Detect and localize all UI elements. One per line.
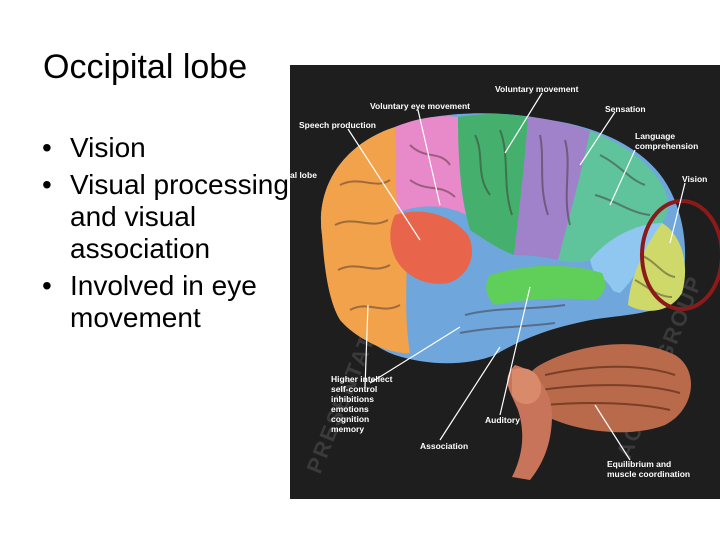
broca-region <box>390 211 472 284</box>
label-speech-production: Speech production <box>299 120 376 130</box>
label-sensation: Sensation <box>605 104 646 114</box>
label-auditory: Auditory <box>485 415 520 425</box>
occipital-highlight-circle <box>640 199 720 311</box>
label-frontal-lobe-fragment: al lobe <box>290 170 317 180</box>
label-vision: Vision <box>682 174 707 184</box>
label-higher-intellect-3: inhibitions <box>331 394 374 404</box>
motor-region <box>458 114 528 255</box>
label-higher-intellect-4: emotions <box>331 404 369 414</box>
parietal-region <box>558 131 668 263</box>
label-language-comprehension-1: Language <box>635 131 675 141</box>
occipital-region <box>628 223 686 311</box>
cerebellum <box>524 344 692 433</box>
label-association: Association <box>420 441 468 451</box>
gyri-texture <box>334 129 676 334</box>
label-higher-intellect-1: Higher intellect <box>331 374 393 384</box>
bullet-vision: Vision <box>38 132 308 164</box>
label-higher-intellect-2: self-control <box>331 384 377 394</box>
bullet-eye-movement: Involved in eye movement <box>38 270 308 334</box>
label-voluntary-movement: Voluntary movement <box>495 84 579 94</box>
label-voluntary-eye-movement: Voluntary eye movement <box>370 101 470 111</box>
label-equilibrium-2: muscle coordination <box>607 469 690 479</box>
label-language-comprehension-2: comprehension <box>635 141 698 151</box>
pons <box>512 368 541 404</box>
brain-diagram: PRESENTATION GROUP ACTION GROUP <box>290 84 720 480</box>
label-higher-intellect-6: memory <box>331 424 364 434</box>
brain-illustration: PRESENTATION GROUP ACTION GROUP <box>290 65 720 499</box>
leader-lines <box>347 92 686 461</box>
sensory-region <box>514 117 590 260</box>
auditory-region <box>486 265 606 305</box>
label-equilibrium-1: Equilibrium and <box>607 459 671 469</box>
slide-title: Occipital lobe <box>43 48 248 86</box>
frontal-region <box>320 127 410 354</box>
label-higher-intellect-5: cognition <box>331 414 369 424</box>
bullet-visual-processing: Visual processing and visual association <box>38 169 308 265</box>
bullet-list: Vision Visual processing and visual asso… <box>38 132 308 339</box>
